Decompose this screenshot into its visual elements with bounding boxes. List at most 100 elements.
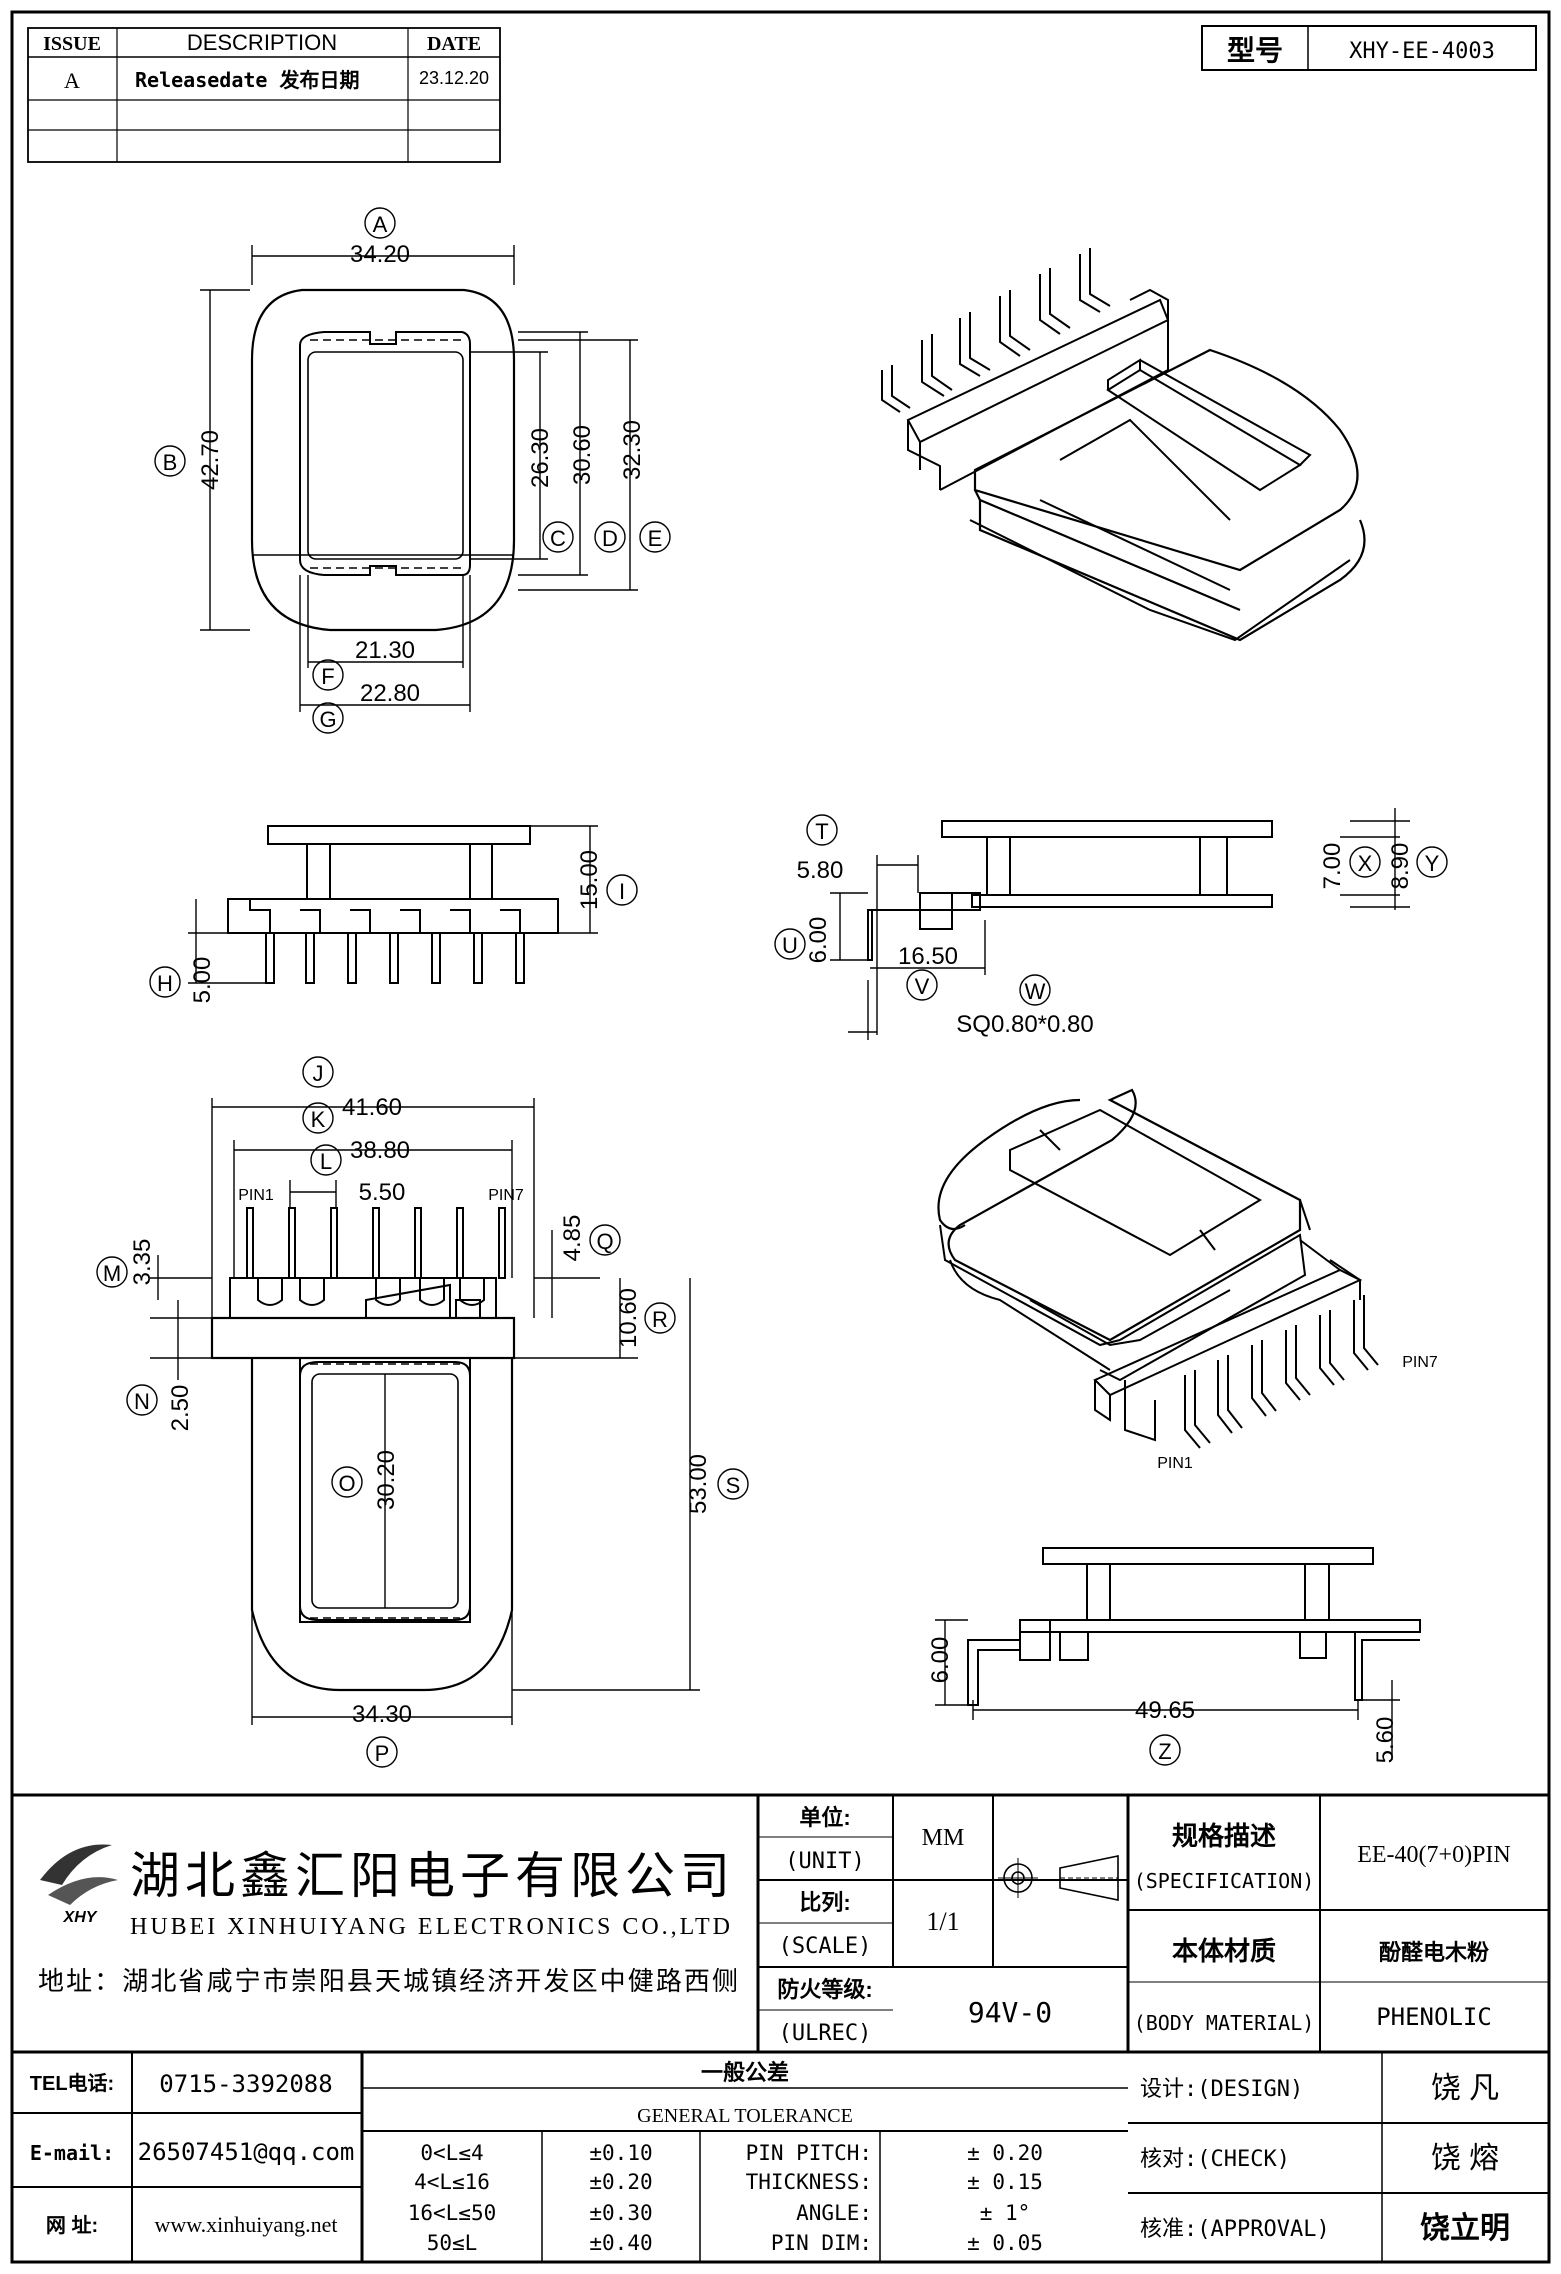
tel-value: 0715-3392088 — [159, 2070, 332, 2098]
scale-cn: 比列: — [799, 1890, 850, 1915]
pin-dim-tol: ± 0.05 — [967, 2231, 1043, 2255]
body-material-cn-value: 酚醛电木粉 — [1379, 1940, 1489, 1965]
revision-header-description: DESCRIPTION — [187, 30, 337, 55]
dim-t: 5.80 — [797, 857, 844, 884]
dim-u: 6.00 — [805, 917, 832, 964]
scale-value: 1/1 — [926, 1907, 959, 1936]
svg-text:S: S — [726, 1473, 741, 1498]
tolerance-title-en: GENERAL TOLERANCE — [637, 2105, 853, 2127]
dim-c: 26.30 — [527, 428, 554, 488]
body-material-en-value: PHENOLIC — [1376, 2003, 1492, 2031]
tolerance-range-1: 0<L≤4 — [420, 2141, 483, 2165]
svg-text:Y: Y — [1425, 851, 1440, 876]
svg-text:P: P — [375, 1741, 390, 1766]
angle-tol: ± 1° — [980, 2201, 1031, 2225]
body-material-en: (BODY MATERIAL) — [1134, 2011, 1315, 2035]
revision-date-cell: 23.12.20 — [419, 68, 489, 88]
tolerance-range-2: 4<L≤16 — [414, 2170, 490, 2194]
dim-f: 21.30 — [355, 637, 415, 664]
tolerance-value-3: ±0.30 — [589, 2201, 652, 2225]
spec-cn: 规格描述 — [1172, 1821, 1276, 1851]
dim-q: 4.85 — [559, 1215, 586, 1262]
design-label: 设计:(DESIGN) — [1140, 2077, 1303, 2102]
svg-text:F: F — [321, 664, 334, 689]
company-address: 地址：湖北省咸宁市崇阳县天城镇经济开发区中健路西侧 — [38, 1966, 738, 1996]
revision-table: ISSUE DESCRIPTION DATE A Releasedate 发布日… — [27, 27, 501, 163]
dim-h: 5.00 — [189, 957, 216, 1004]
dim-r: 10.60 — [615, 1288, 642, 1348]
front-view: J K L M N O P Q R S — [96, 1056, 749, 1768]
svg-text:L: L — [320, 1149, 332, 1174]
svg-text:V: V — [915, 974, 930, 999]
spec-en: (SPECIFICATION) — [1134, 1869, 1315, 1893]
svg-text:Q: Q — [596, 1229, 613, 1254]
side-view: I H — [149, 825, 638, 998]
ulrec-value: 94V-0 — [968, 1996, 1052, 2029]
unit-value: MM — [922, 1825, 965, 1851]
check-value: 饶 熔 — [1431, 2142, 1499, 2175]
svg-text:M: M — [103, 1261, 121, 1286]
dim-k: 38.80 — [350, 1137, 410, 1164]
tolerance-range-4: 50≤L — [427, 2231, 478, 2255]
model-box: 型号 XHY-EE-4003 — [1201, 25, 1537, 71]
svg-text:W: W — [1025, 979, 1046, 1004]
thickness-label: THICKNESS: — [746, 2170, 872, 2194]
dim-s: 53.00 — [685, 1454, 712, 1514]
pin-pitch-label: PIN PITCH: — [746, 2141, 872, 2165]
revision-issue-cell: A — [64, 68, 80, 93]
footer-grid — [12, 2052, 1549, 2262]
tel-label: TEL电话: — [30, 2072, 114, 2095]
pin-dim-label: PIN DIM: — [771, 2231, 872, 2255]
thickness-tol: ± 0.15 — [967, 2170, 1043, 2194]
svg-text:I: I — [619, 879, 625, 904]
dim-m: 3.35 — [129, 1239, 156, 1286]
bottom-view: Z — [935, 1547, 1421, 1766]
dim-e: 32.30 — [619, 420, 646, 480]
approval-label: 核准:(APPROVAL) — [1140, 2217, 1330, 2242]
tolerance-range-3: 16<L≤50 — [408, 2201, 497, 2225]
svg-text:T: T — [815, 819, 828, 844]
dim-x: 7.00 — [1319, 843, 1346, 890]
svg-text:O: O — [338, 1471, 355, 1496]
dim-w: SQ0.80*0.80 — [956, 1011, 1093, 1038]
svg-text:X: X — [1358, 851, 1373, 876]
iso-view-bottom — [937, 1088, 1379, 1449]
dim-n: 2.50 — [167, 1385, 194, 1432]
email-value: 26507451@qq.com — [138, 2138, 355, 2166]
revision-header-issue: ISSUE — [43, 33, 101, 55]
svg-text:K: K — [311, 1107, 326, 1132]
dim-o: 30.20 — [373, 1450, 400, 1510]
web-value: www.xinhuiyang.net — [154, 2212, 337, 2237]
tolerance-value-2: ±0.20 — [589, 2170, 652, 2194]
svg-text:A: A — [373, 212, 388, 237]
svg-text:U: U — [782, 933, 798, 958]
dim-d: 30.60 — [569, 425, 596, 485]
angle-label: ANGLE: — [796, 2201, 872, 2225]
pin1-label: PIN1 — [238, 1187, 274, 1204]
svg-text:R: R — [652, 1307, 668, 1332]
svg-text:H: H — [157, 971, 173, 996]
pin-view: T U V W X Y — [774, 808, 1448, 1040]
spec-value: EE-40(7+0)PIN — [1357, 1842, 1511, 1868]
dim-a: 34.20 — [350, 241, 410, 268]
dim-l: 5.50 — [359, 1179, 406, 1206]
dim-bottom-left: 6.00 — [927, 1637, 954, 1684]
dim-g: 22.80 — [360, 680, 420, 707]
revision-header-date: DATE — [427, 33, 481, 55]
svg-text:Z: Z — [1158, 1739, 1171, 1764]
svg-text:E: E — [648, 526, 663, 551]
dim-z: 49.65 — [1135, 1697, 1195, 1724]
tolerance-title-cn: 一般公差 — [701, 2060, 789, 2085]
revision-description-cell: Releasedate 发布日期 — [135, 68, 360, 92]
scale-en: (SCALE) — [779, 1934, 872, 1959]
design-value: 饶 凡 — [1431, 2072, 1499, 2105]
web-label: 网 址: — [46, 2214, 98, 2237]
svg-text:G: G — [319, 707, 336, 732]
dim-y: 8.90 — [1387, 843, 1414, 890]
dim-i: 15.00 — [576, 850, 603, 910]
drawing-frame — [10, 10, 1551, 2264]
ulrec-cn: 防火等级: — [777, 1977, 872, 2002]
unit-en: (UNIT) — [785, 1849, 864, 1874]
tolerance-value-1: ±0.10 — [589, 2141, 652, 2165]
